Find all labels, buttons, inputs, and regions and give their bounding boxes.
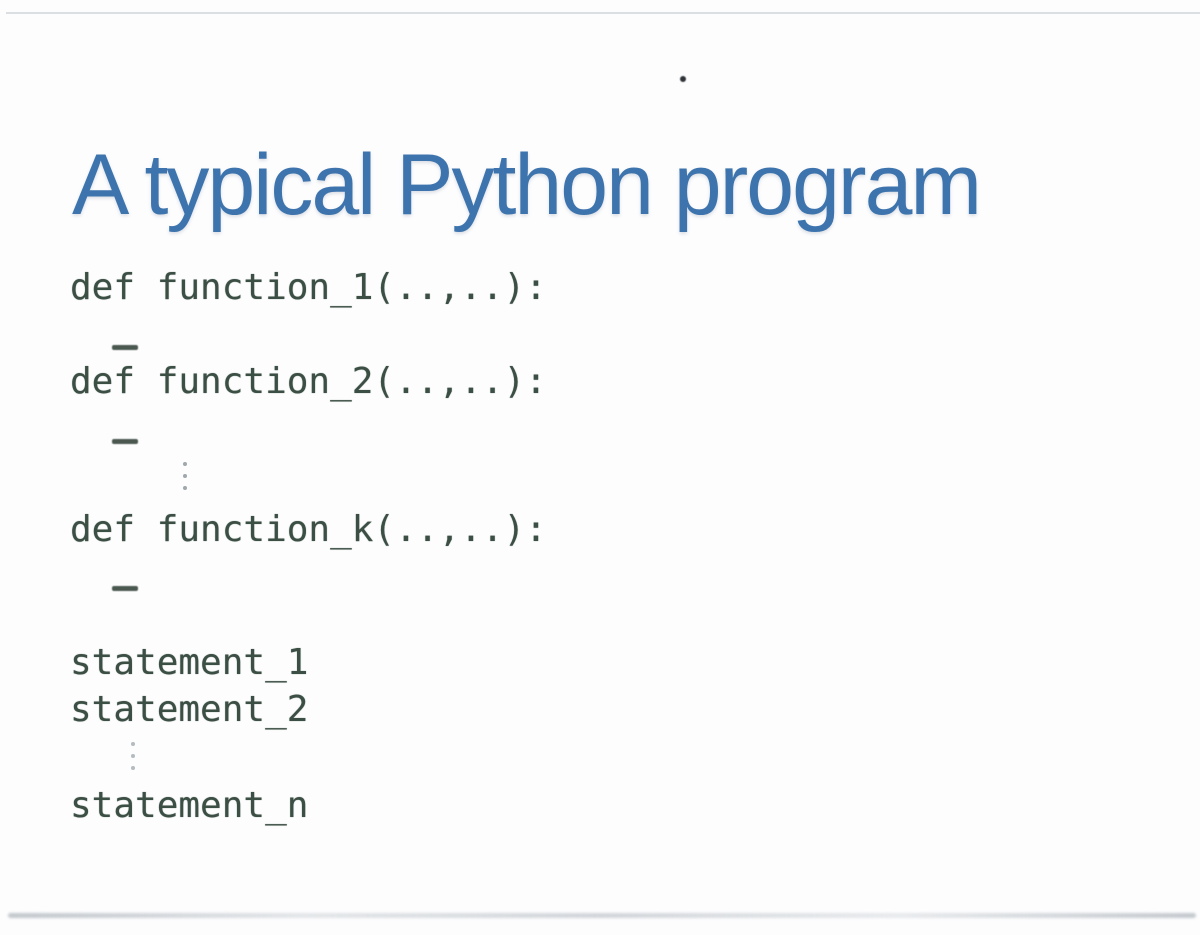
scan-artifact-dot — [680, 76, 686, 82]
vertical-ellipsis — [183, 462, 187, 490]
function-body-dash — [112, 586, 138, 591]
function-body-dash — [112, 439, 138, 444]
code-line-statement-2: statement_2 — [70, 689, 309, 730]
code-line-statement-n: statement_n — [70, 785, 309, 826]
code-line-def-function-k: def function_k(..,..): — [70, 509, 547, 550]
top-rule — [6, 12, 1200, 14]
function-body-dash — [112, 345, 138, 350]
page-title: A typical Python program — [72, 136, 982, 233]
code-line-def-function-2: def function_2(..,..): — [70, 361, 547, 402]
code-line-def-function-1: def function_1(..,..): — [70, 267, 547, 308]
vertical-ellipsis — [131, 742, 135, 770]
code-line-statement-1: statement_1 — [70, 642, 309, 683]
bottom-rule — [8, 913, 1196, 918]
